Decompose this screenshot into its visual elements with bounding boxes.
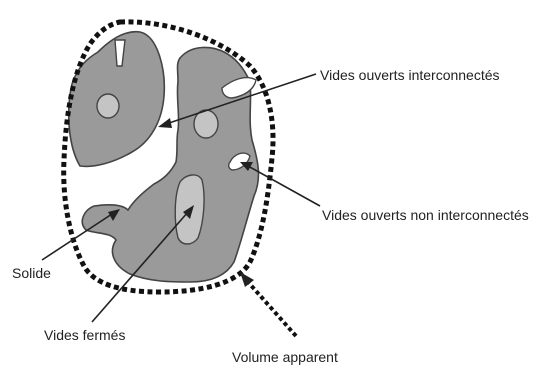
label-apparent-volume: Volume apparent [232, 349, 338, 365]
closed-void-upper-left [97, 94, 119, 118]
label-closed-voids: Vides fermés [44, 327, 125, 343]
label-interconnected-voids: Vides ouverts interconnectés [320, 67, 500, 83]
arrow-apparent-volume [240, 272, 296, 336]
label-solid: Solide [12, 265, 51, 281]
label-non-interconnected-voids: Vides ouverts non interconnectés [322, 207, 529, 223]
